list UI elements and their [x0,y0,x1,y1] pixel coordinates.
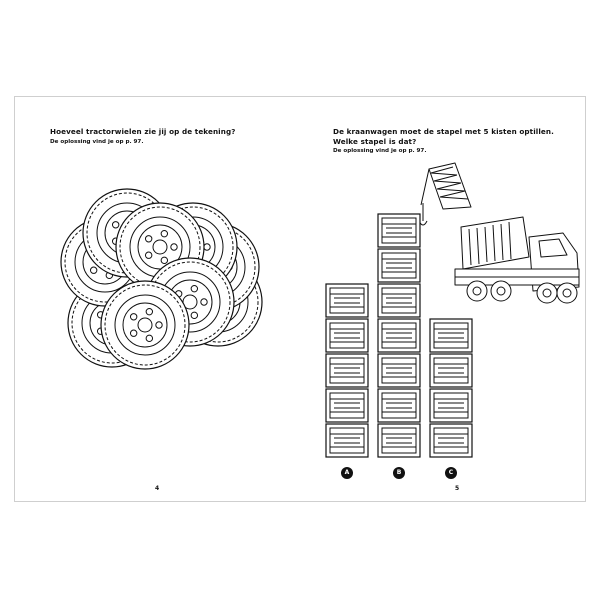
page-number-right: 5 [455,485,460,492]
crane-question-line2: Welke stapel is dat? [333,137,417,146]
right-page: De kraanwagen moet de stapel met 5 kiste… [301,97,587,501]
crate [377,213,421,248]
page-number-left: 4 [155,485,160,492]
crate [377,423,421,458]
wheels-solution-hint: De oplossing vind je op p. 97. [50,139,144,145]
crane-truck-illustration [325,162,580,458]
left-page: Hoeveel tractorwielen zie jij op de teke… [15,97,300,501]
crate [377,318,421,353]
crate [429,318,473,353]
crate [377,388,421,423]
stack-label-b: B [393,467,405,479]
crate [377,283,421,318]
crate [429,423,473,458]
crane-question-line1: De kraanwagen moet de stapel met 5 kiste… [333,127,554,136]
wheels-question: Hoeveel tractorwielen zie jij op de teke… [50,127,236,136]
crate [325,388,369,423]
tractor-wheel [100,280,190,370]
stack-label-c: C [445,467,457,479]
crate [325,353,369,388]
crane-solution-hint: De oplossing vind je op p. 97. [333,148,427,154]
book-spread: Hoeveel tractorwielen zie jij op de teke… [14,96,586,502]
crate [377,353,421,388]
crate [325,318,369,353]
crate [377,248,421,283]
crate [325,423,369,458]
tractor-wheels-illustration [60,188,263,370]
crate [429,388,473,423]
crate [429,353,473,388]
crate [325,283,369,318]
stack-label-a: A [341,467,353,479]
